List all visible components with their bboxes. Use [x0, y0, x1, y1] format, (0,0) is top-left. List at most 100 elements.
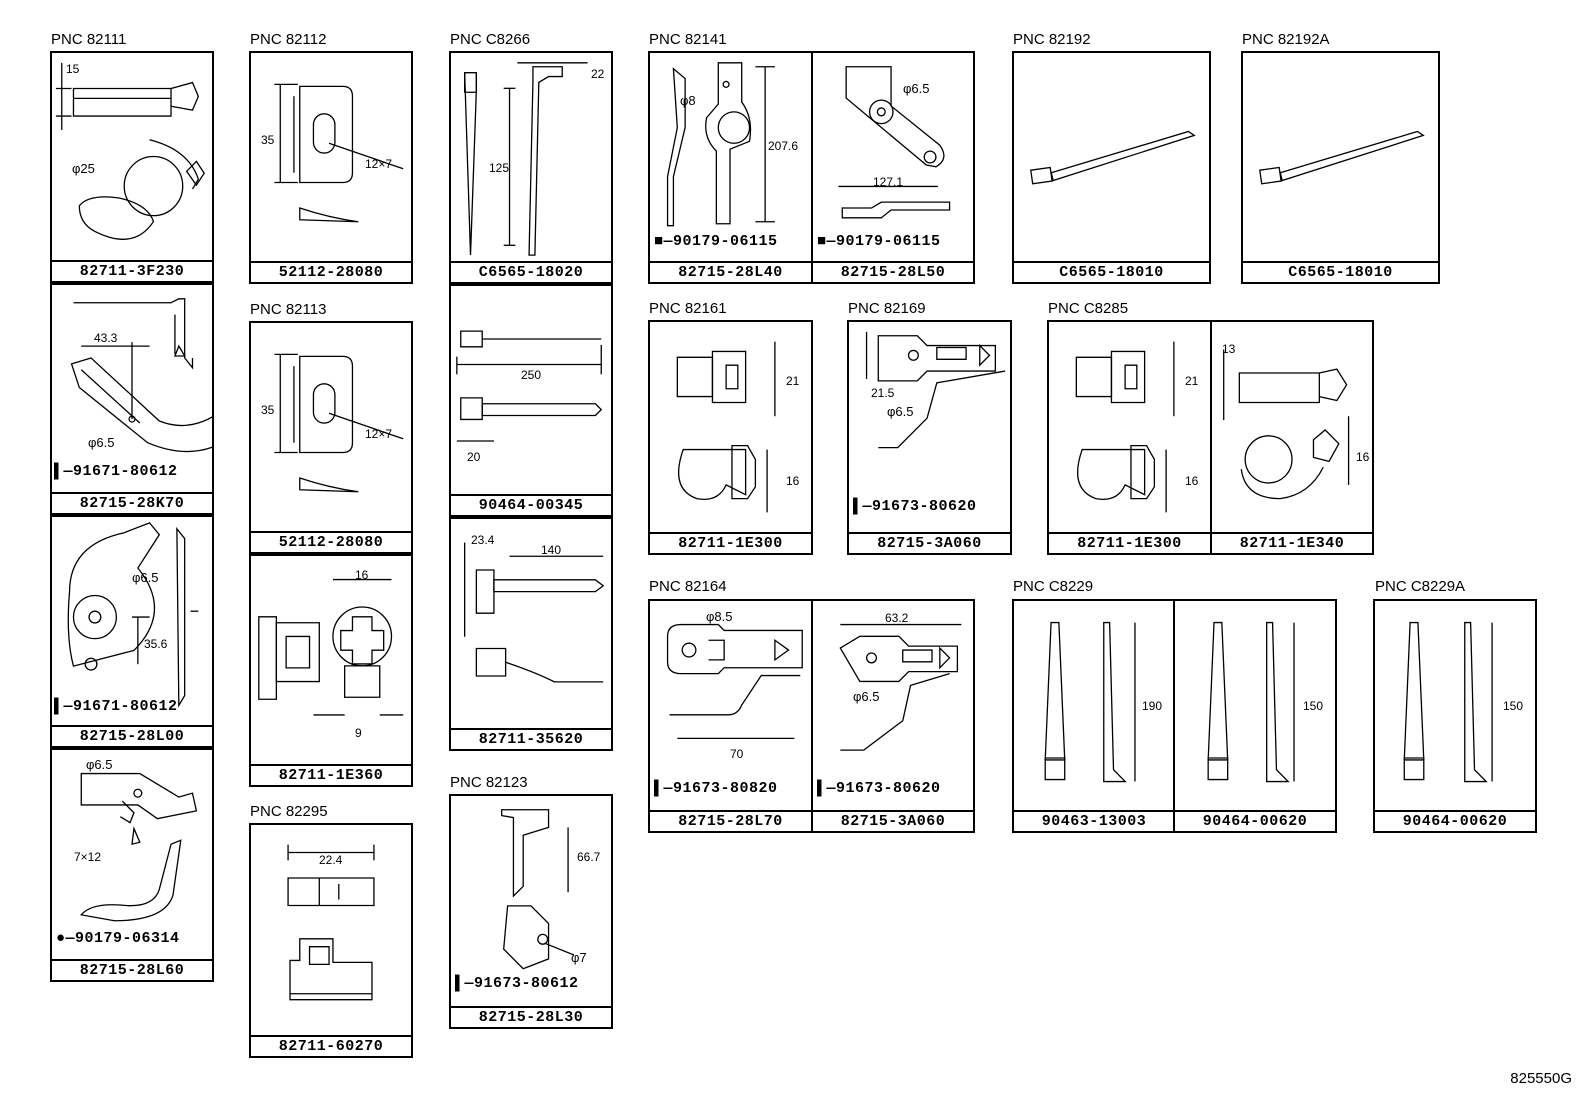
bolt-part-number: 91673-80620 — [836, 780, 941, 797]
part-number: 82711-1E300 — [650, 532, 811, 553]
bolt-callout: ▌—91673-80612 — [455, 975, 579, 992]
clip-drawing — [251, 53, 411, 261]
pnc-header: PNC 82295 — [250, 803, 328, 820]
bolt-part-number: 90179-06115 — [836, 233, 941, 250]
dimension-label: 12×7 — [365, 157, 393, 171]
pnc-header: PNC 82141 — [649, 31, 727, 48]
cable-tie-drawing — [1243, 53, 1438, 261]
part-number: 82715-28L60 — [52, 959, 212, 980]
bracket-drawing — [52, 285, 212, 492]
bolt-part-number: 91671-80612 — [73, 463, 178, 480]
cable-tie-drawing — [451, 286, 611, 494]
clamp-drawing — [52, 53, 212, 260]
dimension-label: 250 — [521, 368, 542, 382]
dimension-label: 16 — [1185, 474, 1199, 488]
part-box[interactable]: 43.3 φ6.5 ▌—91671-80612 82715-28K70 — [50, 283, 214, 515]
part-number: 90464-00620 — [1375, 810, 1535, 831]
part-box[interactable]: C6565-18010 — [1241, 51, 1440, 284]
part-number: 82711-35620 — [451, 728, 611, 749]
dimension-label: 35 — [261, 133, 275, 147]
part-number: 82715-28L70 — [650, 810, 811, 831]
part-box[interactable]: 21 16 82711-1E300 — [1047, 320, 1212, 555]
part-box[interactable]: 23.4 140 82711-35620 — [449, 517, 613, 751]
part-number: 82711-1E360 — [251, 764, 411, 785]
dimension-label: 16 — [1356, 450, 1370, 464]
pnc-header: PNC C8266 — [450, 31, 531, 48]
part-box[interactable]: 35 12×7 52112-28080 — [249, 321, 413, 554]
cable-tie-drawing — [451, 519, 611, 728]
bolt-callout: ▌—91671-80612 — [54, 463, 178, 480]
part-box[interactable]: 21 16 82711-1E300 — [648, 320, 813, 555]
dimension-label: 15 — [66, 62, 80, 76]
dimension-label: φ6.5 — [903, 81, 930, 96]
part-number: C6565-18010 — [1014, 261, 1209, 282]
part-box[interactable]: φ8 207.6 ■—90179-06115 82715-28L40 — [648, 51, 813, 284]
part-box[interactable]: φ6.5 127.1 ■—90179-06115 82715-28L50 — [811, 51, 975, 284]
dimension-label: 66.7 — [577, 850, 601, 864]
grommet-drawing — [251, 556, 411, 764]
part-number: 82711-1E340 — [1212, 532, 1372, 553]
part-number: 82711-1E300 — [1049, 532, 1210, 553]
dimension-label: 127.1 — [873, 175, 904, 189]
clip-drawing — [650, 322, 811, 532]
bracket-drawing — [650, 601, 811, 810]
part-box[interactable]: 150 90464-00620 — [1373, 599, 1537, 833]
pnc-header: PNC C8229A — [1375, 578, 1466, 595]
part-box[interactable]: 66.7 φ7 ▌—91673-80612 82715-28L30 — [449, 794, 613, 1029]
part-box[interactable]: 15 φ25 82711-3F230 — [50, 51, 214, 283]
bolt-part-number: 91673-80620 — [872, 498, 977, 515]
pnc-header: PNC 82123 — [450, 774, 528, 791]
cable-tie-drawing — [1014, 53, 1209, 261]
part-box[interactable]: 190 90463-13003 — [1012, 599, 1176, 833]
dimension-label: 12×7 — [365, 427, 393, 441]
part-box[interactable]: 22 125 C6565-18020 — [449, 51, 613, 284]
dimension-label: 190 — [1142, 699, 1163, 713]
dimension-label: φ6.5 — [853, 689, 880, 704]
cable-tie-drawing — [1375, 601, 1535, 810]
dimension-label: 23.4 — [471, 533, 495, 547]
bracket-drawing — [849, 322, 1010, 532]
bracket-drawing — [650, 53, 811, 261]
dimension-label: φ6.5 — [887, 404, 914, 419]
dimension-label: 150 — [1503, 699, 1524, 713]
dimension-label: 7×12 — [74, 850, 102, 864]
pnc-header: PNC 82164 — [649, 578, 727, 595]
part-number: 82715-28L30 — [451, 1006, 611, 1027]
dimension-label: 21 — [786, 374, 800, 388]
bolt-callout: ▌—91671-80612 — [54, 698, 178, 715]
bracket-drawing — [451, 796, 611, 1006]
part-box[interactable]: C6565-18010 — [1012, 51, 1211, 284]
pnc-header: PNC 82169 — [848, 300, 926, 317]
cable-tie-drawing — [1175, 601, 1335, 810]
part-box[interactable]: 16 9 82711-1E360 — [249, 554, 413, 787]
bolt-part-number: 91673-80820 — [673, 780, 778, 797]
part-box[interactable]: 35 12×7 52112-28080 — [249, 51, 413, 284]
diagram-reference: 825550G — [1510, 1070, 1572, 1087]
bolt-part-number: 90179-06115 — [673, 233, 778, 250]
part-number: 90463-13003 — [1014, 810, 1174, 831]
clip-drawing — [251, 323, 411, 531]
pnc-header: PNC 82192A — [1242, 31, 1330, 48]
dimension-label: φ8 — [680, 93, 696, 108]
part-box[interactable]: 13 16 82711-1E340 — [1210, 320, 1374, 555]
bracket-drawing — [52, 750, 212, 959]
bracket-drawing — [813, 53, 973, 261]
part-box[interactable]: 250 20 90464-00345 — [449, 284, 613, 517]
part-number: 90464-00620 — [1175, 810, 1335, 831]
part-box[interactable]: 150 90464-00620 — [1173, 599, 1337, 833]
bolt-callout: ●—90179-06314 — [56, 930, 180, 947]
dimension-label: 16 — [355, 568, 369, 582]
part-box[interactable]: φ8.5 70 ▌—91673-80820 82715-28L70 — [648, 599, 813, 833]
pnc-header: PNC 82113 — [250, 301, 327, 318]
part-box[interactable]: φ6.5 35.6 ▌—91671-80612 82715-28L00 — [50, 515, 214, 748]
dimension-label: 20 — [467, 450, 481, 464]
part-number: 82715-28L40 — [650, 261, 811, 282]
cable-tie-drawing — [451, 53, 611, 261]
part-box[interactable]: φ6.5 7×12 ●—90179-06314 82715-28L60 — [50, 748, 214, 982]
dimension-label: 35 — [261, 403, 275, 417]
part-box[interactable]: 21.5 φ6.5 ▌—91673-80620 82715-3A060 — [847, 320, 1012, 555]
clip-drawing — [1049, 322, 1210, 532]
part-box[interactable]: 22.4 82711-60270 — [249, 823, 413, 1058]
part-box[interactable]: 63.2 φ6.5 ▌—91673-80620 82715-3A060 — [811, 599, 975, 833]
dimension-label: φ6.5 — [86, 757, 113, 772]
